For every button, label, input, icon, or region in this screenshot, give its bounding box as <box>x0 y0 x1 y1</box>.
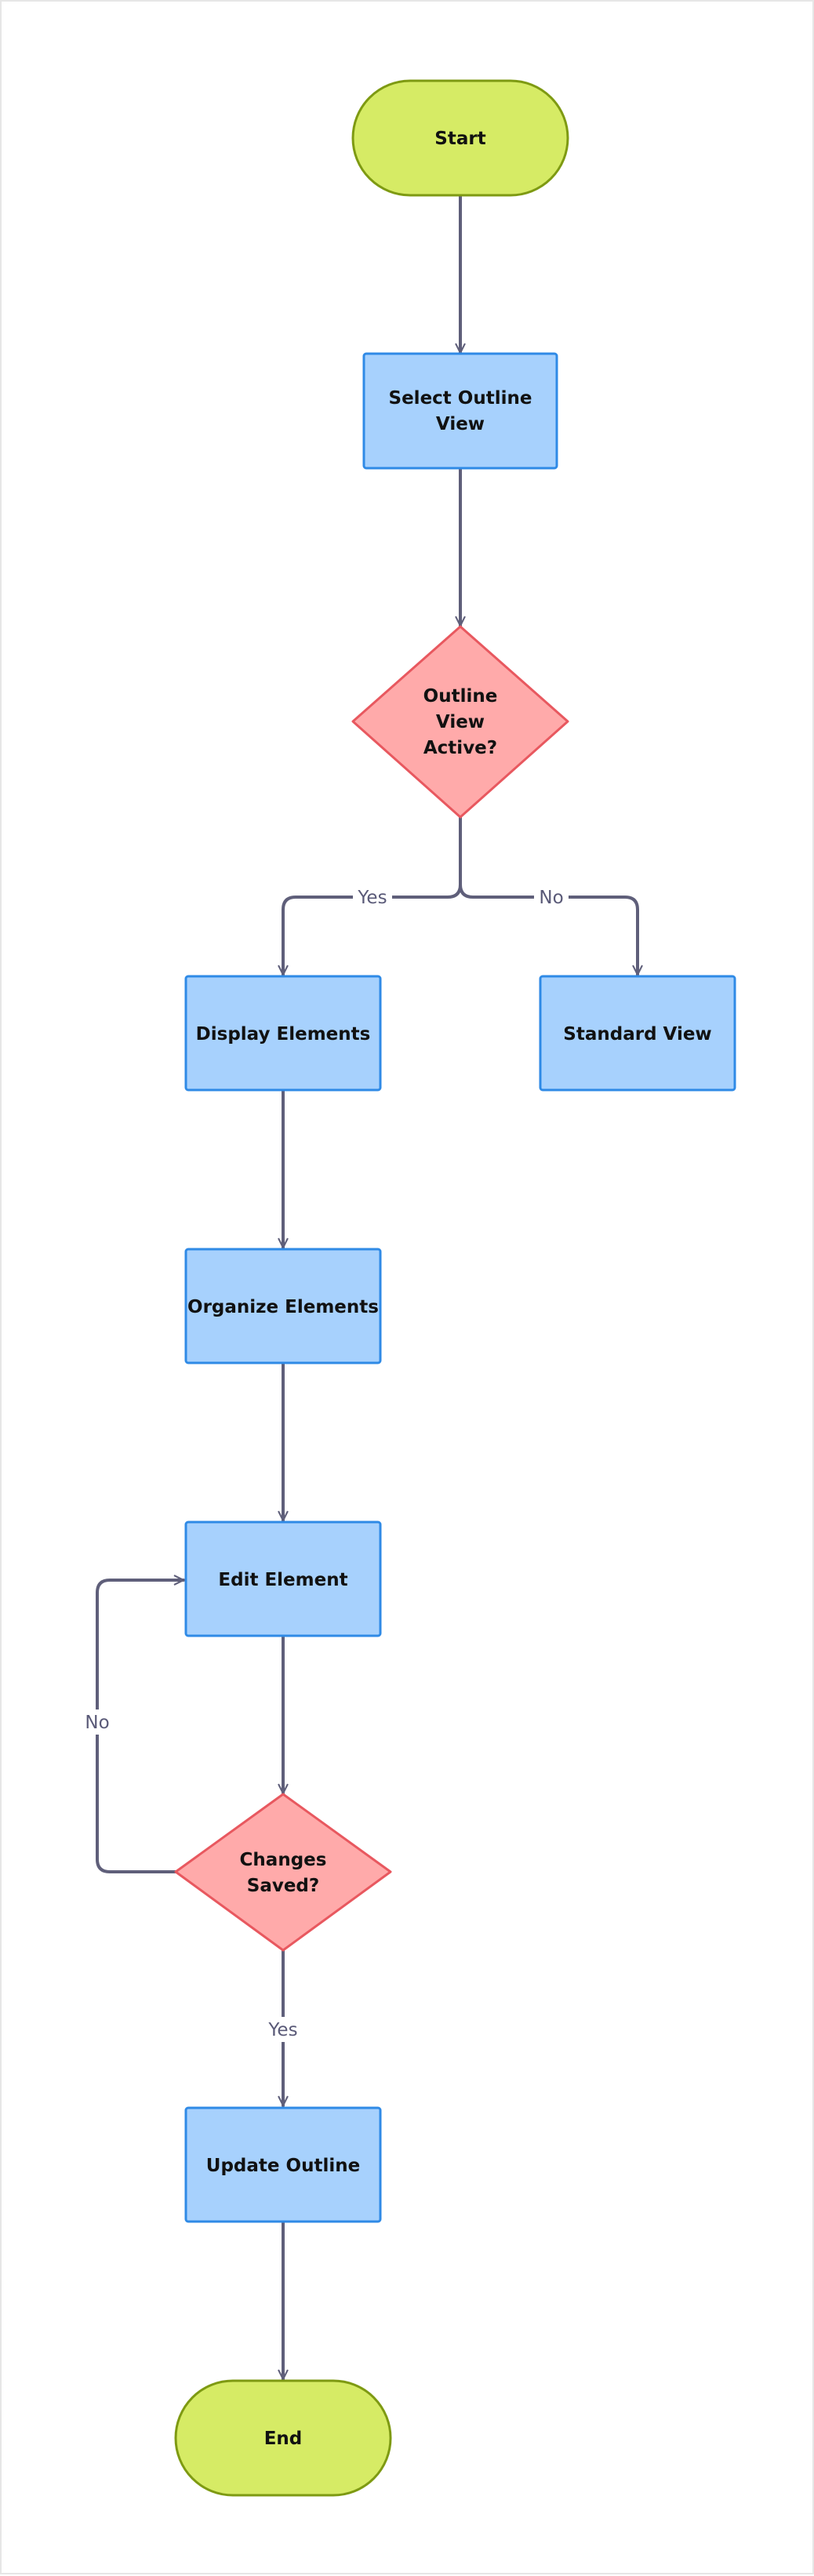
node-select-outline-view[interactable]: Select Outline View <box>362 352 558 470</box>
node-display-elements-label: Display Elements <box>196 1024 371 1045</box>
node-changes-saved-label-2: Saved? <box>247 1876 319 1896</box>
node-standard-view[interactable]: Standard View <box>539 975 736 1092</box>
node-start-label: Start <box>434 129 485 149</box>
node-edit-element[interactable]: Edit Element <box>184 1521 382 1637</box>
edge-label-active-no: No <box>534 885 569 910</box>
node-organize-elements[interactable]: Organize Elements <box>184 1248 382 1364</box>
node-start[interactable]: Start <box>351 79 569 197</box>
node-changes-saved[interactable]: Changes Saved? <box>174 1793 392 1952</box>
node-outline-view-active-label-1: Outline <box>423 686 498 707</box>
node-outline-view-active-label-2: View <box>436 712 485 732</box>
node-edit-element-label: Edit Element <box>218 1570 347 1590</box>
node-standard-view-label: Standard View <box>563 1024 711 1045</box>
svg-text:No: No <box>85 1713 109 1733</box>
svg-text:Yes: Yes <box>357 888 387 908</box>
node-update-outline-label: Update Outline <box>206 2156 360 2176</box>
node-outline-view-active-label-3: Active? <box>423 738 497 758</box>
edge-label-active-yes: Yes <box>353 885 392 910</box>
node-display-elements[interactable]: Display Elements <box>184 975 382 1092</box>
node-outline-view-active[interactable]: Outline View Active? <box>351 625 569 819</box>
node-select-outline-view-label-1: Select Outline <box>389 388 532 409</box>
svg-text:No: No <box>539 888 563 908</box>
svg-text:Yes: Yes <box>267 2020 297 2040</box>
node-select-outline-view-label-2: View <box>436 414 485 434</box>
node-update-outline[interactable]: Update Outline <box>184 2106 382 2223</box>
node-end[interactable]: End <box>174 2379 392 2497</box>
edge-label-saved-yes: Yes <box>263 2017 303 2042</box>
node-organize-elements-label: Organize Elements <box>187 1297 379 1317</box>
node-changes-saved-label-1: Changes <box>240 1850 327 1870</box>
edge-label-saved-no: No <box>80 1709 114 1735</box>
node-end-label: End <box>264 2429 303 2449</box>
